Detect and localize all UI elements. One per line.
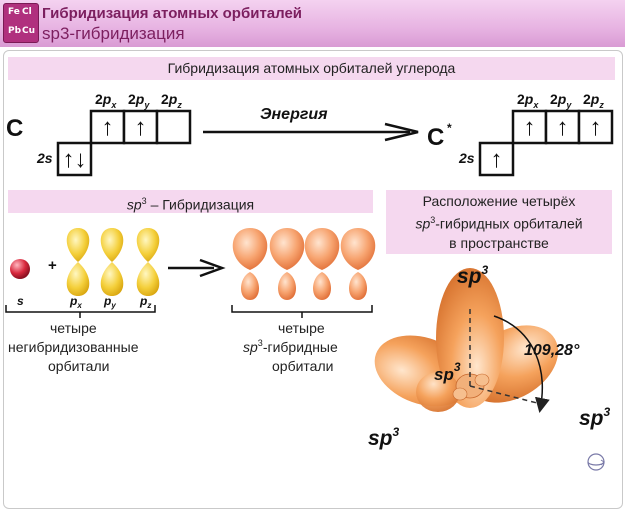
arrangement-line2-rest: -гибридных орбиталей <box>435 215 583 232</box>
pz-orbital <box>136 228 160 296</box>
p-orbital-cell <box>544 109 581 145</box>
p-orbital-cell <box>511 109 548 145</box>
angle-arc <box>493 315 550 413</box>
unhybrid-caption-line2: негибридизованные <box>8 339 139 355</box>
sp3-hybrid-orbital <box>304 228 340 300</box>
unhybrid-caption: четыре негибридизованные орбитали <box>8 320 142 374</box>
sp3-hybrid-orbital <box>269 228 305 300</box>
level-2s-excited: 2s <box>458 150 475 166</box>
p-orbital-cell <box>577 109 614 145</box>
logo-letter: Cu <box>22 26 36 36</box>
level-2s-ground: 2s <box>36 150 53 166</box>
lobe-labels: sp3 sp3 sp3 sp3 <box>368 263 611 450</box>
arrangement-line2-sup: 3 <box>430 215 436 225</box>
rotate-icon[interactable] <box>587 453 605 471</box>
unhybrid-caption-line3: орбитали <box>48 358 109 374</box>
electron-arrow: ↑ <box>135 114 147 141</box>
orbital-label: pz <box>139 294 151 310</box>
p-orbital-cell <box>122 109 159 145</box>
logo-letter: Fe <box>8 7 20 17</box>
arrangement-line3: в пространстве <box>449 234 549 251</box>
energy-label: Энергия <box>260 106 328 123</box>
hybrid-caption-rest: -гибридные <box>263 339 338 355</box>
s-orbital-cell <box>478 141 515 177</box>
unhybrid-caption-line1: четыре <box>50 320 97 336</box>
p-orbitals <box>66 228 160 296</box>
sp3-banner-sup: 3 <box>141 196 147 206</box>
page-title: Гибридизация атомных орбиталей <box>42 5 303 22</box>
hybrid-caption-sp: sp <box>243 339 258 355</box>
hybrid-caption: четыре <box>278 320 325 336</box>
s-orbital-cell <box>56 141 93 177</box>
p-level-label: 2pz <box>161 91 182 110</box>
top-banner: Гибридизация атомных орбиталей углерода <box>8 57 615 80</box>
orbital-label: py <box>103 294 116 310</box>
sp3-lobe-label: sp3 <box>579 405 611 430</box>
logo-letter: Cl <box>22 7 32 17</box>
axis-right <box>469 385 546 406</box>
sp3-hybrid-orbital <box>340 228 376 300</box>
arrangement-banner: Расположение четырёх sp3-гибридных орбит… <box>386 190 612 254</box>
p-level-label: 2py <box>128 91 150 110</box>
s-orbital-sphere <box>10 259 30 279</box>
p-level-label: 2px <box>95 91 117 110</box>
excited-state-boxes <box>478 109 614 177</box>
electron-arrows: ↑↓ <box>63 146 87 173</box>
p-labels-excited: 2px 2py 2pz <box>517 91 604 110</box>
carbon-excited-symbol: C <box>427 124 444 151</box>
electron-arrow: ↑ <box>524 114 536 141</box>
ground-electrons: ↑↓ ↑ ↑ <box>63 114 147 173</box>
p-level-label: 2py <box>550 91 572 110</box>
sp3-lobe-label: sp3 <box>368 425 400 450</box>
sp3-lobe-label: sp3 <box>457 263 489 288</box>
hybrid-bracket <box>231 305 373 313</box>
hybrid-caption-sup: 3 <box>258 338 263 348</box>
plus-sign: + <box>48 257 57 274</box>
hybrid-caption-line1: четыре <box>278 320 325 336</box>
sp3-hybrid-orbitals <box>232 228 376 300</box>
p-level-label: 2px <box>517 91 539 110</box>
electron-arrow: ↑ <box>557 114 569 141</box>
logo: Fe Cl Pb Cu <box>3 3 39 43</box>
page-subtitle: sp3-гибридизация <box>42 24 185 43</box>
electron-arrow: ↑ <box>590 114 602 141</box>
tetrahedral-model <box>374 268 559 413</box>
sp3-hybrid-orbital <box>232 228 268 300</box>
top-banner-text: Гибридизация атомных орбиталей углерода <box>167 60 456 76</box>
electron-arrows: ↑ <box>491 146 503 173</box>
arrangement-line1: Расположение четырёх <box>422 193 576 209</box>
angle-label: 109,28° <box>524 342 580 359</box>
orbital-label: s <box>17 294 24 308</box>
orbital-label: px <box>69 294 82 310</box>
ground-state-boxes <box>56 109 192 177</box>
sp3-lobe-label: sp3 <box>434 360 461 384</box>
p-level-label: 2pz <box>583 91 604 110</box>
arrangement-line2-prefix: sp <box>415 215 431 232</box>
orbital-labels: s px py pz <box>17 294 151 310</box>
carbon-ground-symbol: C <box>6 115 23 142</box>
title-bar: Fe Cl Pb Cu Гибридизация атомных орбитал… <box>0 0 625 47</box>
p-orbital-cell <box>155 109 192 145</box>
sp3-banner-rest: – Гибридизация <box>146 196 255 213</box>
sp3-banner: sp3 – Гибридизация <box>8 190 373 213</box>
px-orbital <box>66 228 90 296</box>
excited-star: * <box>447 121 452 135</box>
energy-arrow-head <box>384 122 419 142</box>
py-orbital <box>100 228 124 296</box>
excited-electrons: ↑ ↑ ↑ ↑ <box>491 114 602 173</box>
hybrid-caption-line2: sp3-гибридные <box>243 338 338 355</box>
hybrid-caption-line3: орбитали <box>272 358 333 374</box>
lobe-back <box>416 372 460 412</box>
arrangement-line2: sp3-гибридных орбиталей <box>386 211 612 234</box>
logo-letter: Pb <box>8 26 22 36</box>
sp3-banner-prefix: sp <box>126 196 142 213</box>
p-labels-ground: 2px 2py 2pz <box>95 91 182 110</box>
electron-arrow: ↑ <box>102 114 114 141</box>
